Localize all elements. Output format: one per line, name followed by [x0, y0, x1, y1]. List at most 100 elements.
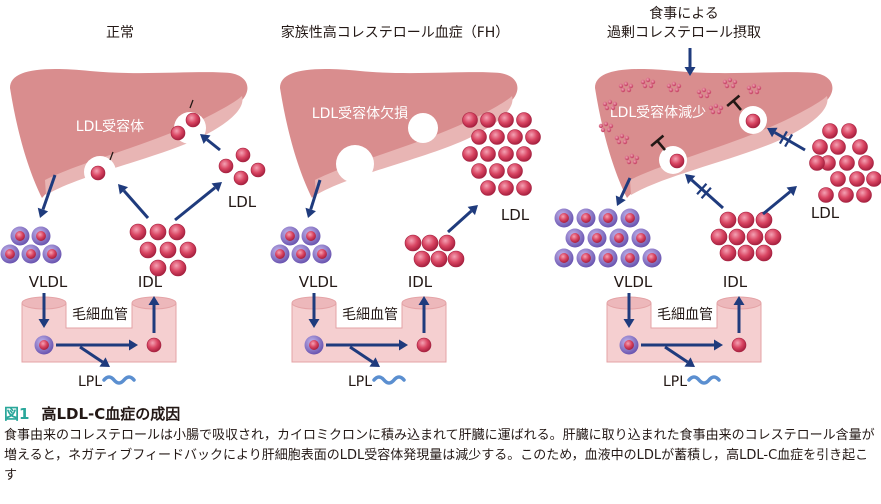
flow-arrow [615, 177, 632, 206]
ldl-particle [516, 180, 532, 196]
cholesterol-dot [732, 79, 738, 85]
cholesterol-dot [624, 135, 630, 141]
cholesterol-dot [718, 105, 724, 111]
arrow-head [399, 339, 408, 351]
ldl-particle [818, 187, 834, 203]
flow-arrow [79, 345, 110, 367]
cholesterol-dot [671, 81, 677, 87]
cholesterol-dot [600, 127, 606, 133]
vldl-core [309, 340, 319, 350]
vldl-core [36, 231, 46, 241]
ldl-particle [719, 244, 737, 262]
vldl-core [647, 253, 657, 263]
vldl-core [570, 233, 580, 243]
flow-arrow [305, 179, 322, 218]
ldl-particle [498, 146, 514, 162]
cholesterol-dot [602, 101, 608, 107]
vldl-core [275, 249, 285, 259]
arrow-shaft [762, 190, 792, 216]
arrow-shaft [349, 345, 374, 364]
cholesterol-dot [727, 77, 733, 83]
arrow-head [684, 67, 696, 76]
cholesterol-cluster [598, 121, 614, 133]
arrow-head [418, 296, 430, 305]
lpl-enzyme-icon [687, 375, 721, 385]
arrow-head [714, 339, 723, 351]
blocked-mark [700, 187, 712, 199]
ldl-particle [159, 241, 177, 259]
cholesterol-dot [754, 89, 760, 95]
ldl-particle [849, 171, 865, 187]
cholesterol-dot [722, 79, 728, 85]
flow-arrow [762, 186, 797, 216]
cholesterol-dot [648, 83, 654, 89]
cholesterol-dot [604, 105, 610, 111]
cholesterol-dot [634, 155, 640, 161]
cholesterol-dot [701, 87, 707, 93]
arrow-head [684, 357, 695, 367]
flow-arrow [200, 134, 221, 152]
vldl-particle [21, 244, 41, 264]
vldl-particle [620, 248, 640, 268]
vldl-core [625, 253, 635, 263]
flow-arrow [148, 296, 160, 333]
capillary-label: 毛細血管 [657, 307, 713, 323]
reduced-ldl-receptor [726, 94, 742, 111]
arrow-head [308, 319, 320, 328]
panel-title-line-1: 食事による [649, 5, 719, 22]
arrow-head [99, 357, 110, 367]
arrow-shaft [446, 209, 473, 234]
ldl-particle [489, 129, 505, 145]
arrow-shaft [664, 345, 689, 364]
liver-body [595, 69, 833, 198]
ldl-particle [250, 162, 266, 178]
ldl-particle [489, 163, 505, 179]
cholesterol-dot [614, 135, 620, 141]
cholesterol-dot [751, 83, 757, 89]
cholesterol-cluster [708, 103, 724, 115]
vldl-core [624, 340, 634, 350]
cholesterol-dot [704, 93, 710, 99]
ldl-particle [146, 337, 162, 353]
vldl-label: VLDL [299, 273, 338, 291]
ldl-particle [669, 153, 685, 169]
cholesterol-dot [748, 89, 754, 95]
arrow-head [615, 195, 626, 206]
cholesterol-dot [666, 83, 672, 89]
blocked-mark [784, 133, 794, 148]
cholesterol-dot [598, 123, 604, 129]
vldl-particle [34, 335, 54, 355]
ldl-label: LDL [501, 206, 530, 224]
flow-arrow [56, 339, 138, 351]
receptor-stem [656, 139, 666, 151]
flow-arrow [641, 339, 723, 351]
cholesterol-dot [676, 83, 682, 89]
arrow-head [38, 319, 50, 328]
cholesterol-dot [610, 105, 616, 111]
ldl-label: LDL [811, 204, 840, 222]
vldl-particle [270, 244, 290, 264]
ldl-particle [129, 223, 147, 241]
arrow-shaft [309, 179, 322, 210]
idl-label: IDL [138, 273, 163, 291]
ldl-particle [764, 228, 782, 246]
ldl-particle [746, 228, 764, 246]
flow-arrow [684, 48, 696, 76]
ldl-particle [755, 244, 773, 262]
arrow-shaft [206, 138, 221, 152]
cholesterol-dot [710, 109, 716, 115]
capillary-label: 毛細血管 [72, 307, 128, 323]
cholesterol-dot [628, 83, 634, 89]
lpl-label: LPL [78, 374, 102, 390]
arrow-head [733, 296, 745, 305]
idl-label: IDL [723, 273, 748, 291]
ldl-receptor [109, 151, 114, 161]
ldl-particle [822, 123, 838, 139]
ldl-particle [745, 113, 761, 129]
ldl-particle [471, 163, 487, 179]
vldl-particle [598, 208, 618, 228]
flow-arrow [418, 296, 430, 333]
